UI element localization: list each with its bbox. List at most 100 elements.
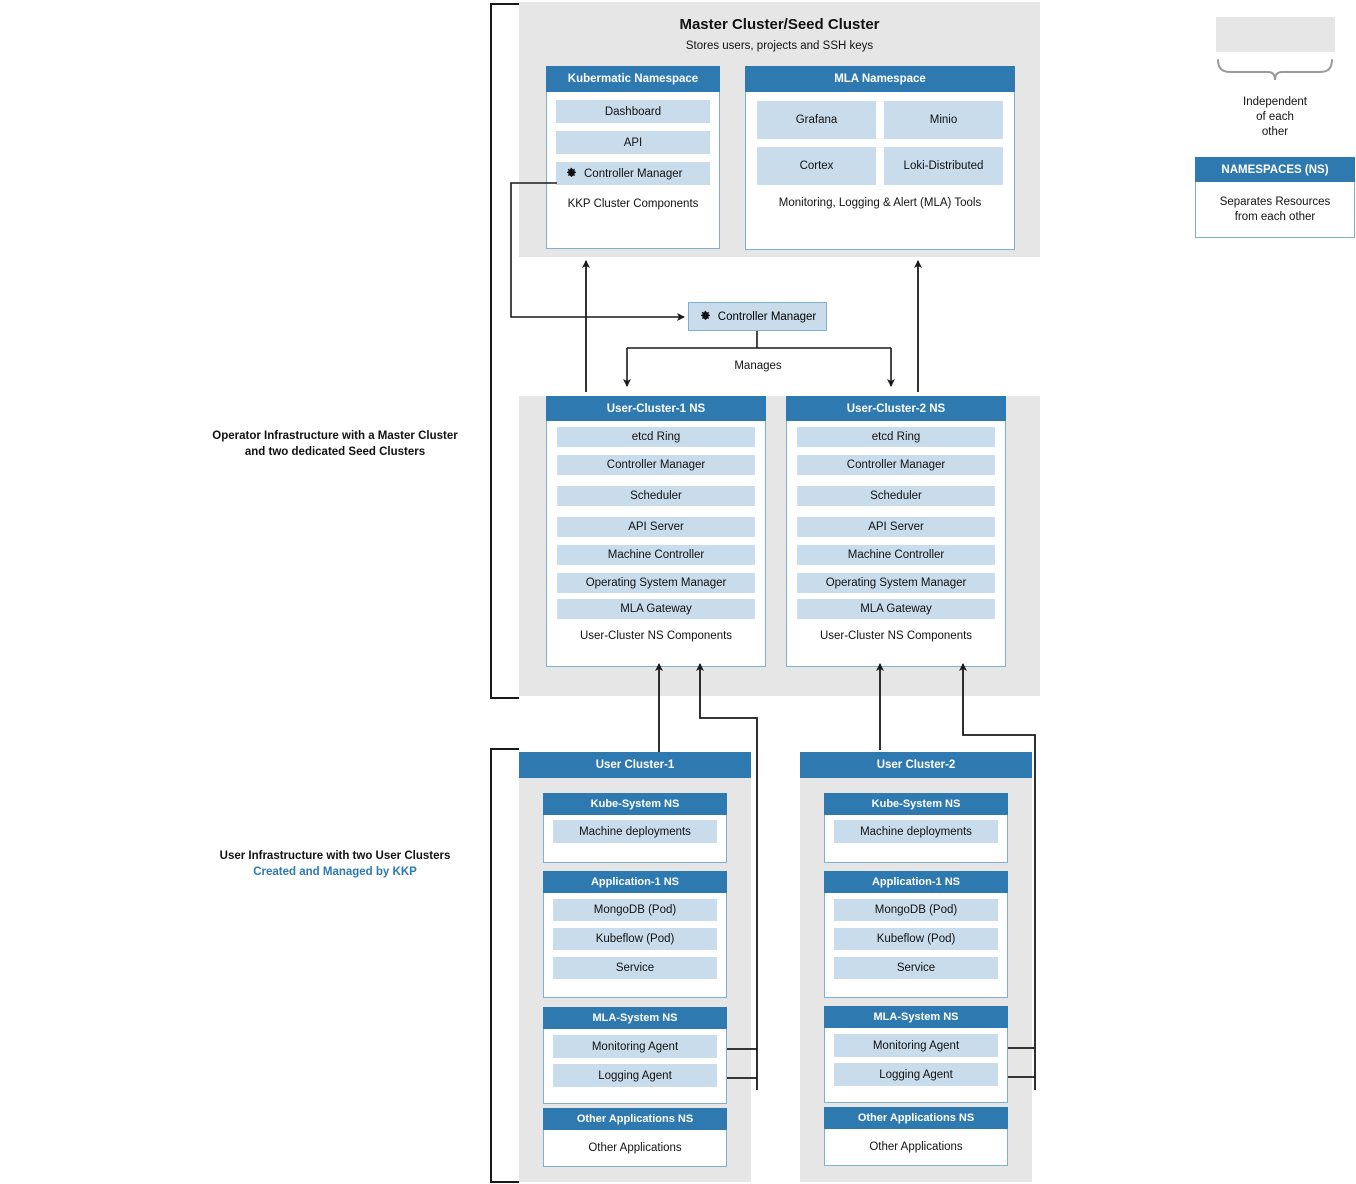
user-infrastructure-line-1: User Infrastructure with two User Cluste… <box>219 850 451 862</box>
component-etcd-ring[interactable]: etcd Ring <box>797 427 995 447</box>
uc2-kube-system-ns-header: Kube-System NS <box>824 793 1008 815</box>
component-label: API Server <box>868 521 924 533</box>
component-mongodb-pod[interactable]: MongoDB (Pod) <box>834 899 998 921</box>
legend-namespaces-desc-line-2: from each other <box>1234 210 1316 223</box>
user-cluster-1-ns-header: User-Cluster-1 NS <box>546 396 766 421</box>
component-label: Machine Controller <box>607 549 705 561</box>
gear-icon <box>699 310 712 323</box>
component-machine-controller[interactable]: Machine Controller <box>797 545 995 565</box>
legend-namespaces-box: NAMESPACES (NS) Separates Resources from… <box>1195 157 1355 238</box>
user-cluster-1-header: User Cluster-1 <box>519 752 751 778</box>
legend-independent-line-1: Independent <box>1243 96 1307 108</box>
controller-manager-label: Controller Manager <box>717 310 817 323</box>
mla-namespace-footer: Monitoring, Logging & Alert (MLA) Tools <box>778 197 982 209</box>
component-label: Minio <box>929 114 958 126</box>
page-subtitle: Stores users, projects and SSH keys <box>685 40 874 52</box>
component-minio[interactable]: Minio <box>884 101 1003 139</box>
component-label: Scheduler <box>870 490 922 502</box>
component-loki-distributed[interactable]: Loki-Distributed <box>884 147 1003 185</box>
manages-edge-label: Manages <box>722 360 794 376</box>
component-cortex[interactable]: Cortex <box>757 147 876 185</box>
component-grafana[interactable]: Grafana <box>757 101 876 139</box>
legend-independent-text: Independent of each other <box>1205 95 1345 140</box>
component-logging-agent[interactable]: Logging Agent <box>553 1064 717 1087</box>
operator-infrastructure-line-1: Operator Infrastructure with a Master Cl… <box>212 430 458 442</box>
component-etcd-ring[interactable]: etcd Ring <box>557 427 755 447</box>
component-kubeflow-pod[interactable]: Kubeflow (Pod) <box>834 928 998 950</box>
uc1-other-applications-label: Other Applications <box>543 1130 727 1167</box>
kubermatic-namespace-box: Kubermatic Namespace Dashboard API Contr… <box>546 66 720 249</box>
kubermatic-namespace-footer: KKP Cluster Components <box>567 198 699 210</box>
component-monitoring-agent[interactable]: Monitoring Agent <box>553 1035 717 1058</box>
component-label: Machine Controller <box>847 549 945 561</box>
uc2-kube-system-ns: Kube-System NS Machine deployments <box>824 793 1008 863</box>
component-label: etcd Ring <box>631 431 681 443</box>
component-label: Logging Agent <box>879 1068 953 1081</box>
uc1-application-1-ns: Application-1 NS MongoDB (Pod) Kubeflow … <box>543 871 727 998</box>
component-api[interactable]: API <box>556 131 710 154</box>
component-label: Logging Agent <box>598 1069 672 1082</box>
uc2-kube-system-ns-body: Machine deployments <box>824 815 1008 863</box>
component-scheduler[interactable]: Scheduler <box>557 486 755 506</box>
component-controller-manager[interactable]: Controller Manager <box>557 455 755 475</box>
component-logging-agent[interactable]: Logging Agent <box>834 1063 998 1086</box>
uc2-other-applications-label: Other Applications <box>824 1129 1008 1166</box>
component-mla-gateway[interactable]: MLA Gateway <box>797 599 995 619</box>
controller-manager-node[interactable]: Controller Manager <box>688 302 827 331</box>
component-scheduler[interactable]: Scheduler <box>797 486 995 506</box>
component-operating-system-manager[interactable]: Operating System Manager <box>797 573 995 593</box>
component-label: MongoDB (Pod) <box>874 904 958 916</box>
uc1-other-applications-ns: Other Applications NS Other Applications <box>543 1108 727 1167</box>
component-mla-gateway[interactable]: MLA Gateway <box>557 599 755 619</box>
component-label: Controller Manager <box>606 459 706 471</box>
component-controller-manager[interactable]: Controller Manager <box>797 455 995 475</box>
component-api-server[interactable]: API Server <box>797 517 995 537</box>
uc2-application-1-ns-header: Application-1 NS <box>824 871 1008 893</box>
component-label: API <box>623 136 643 149</box>
uc2-other-applications-ns: Other Applications NS Other Applications <box>824 1107 1008 1166</box>
component-monitoring-agent[interactable]: Monitoring Agent <box>834 1034 998 1057</box>
component-label: Dashboard <box>604 105 662 118</box>
operator-infrastructure-line-2: and two dedicated Seed Clusters <box>244 446 426 458</box>
component-service[interactable]: Service <box>834 957 998 979</box>
component-service[interactable]: Service <box>553 957 717 979</box>
component-machine-controller[interactable]: Machine Controller <box>557 545 755 565</box>
user-cluster-2-ns-box: User-Cluster-2 NS etcd Ring Controller M… <box>786 396 1006 667</box>
component-label: Scheduler <box>630 490 682 502</box>
component-machine-deployments[interactable]: Machine deployments <box>834 820 998 843</box>
uc1-application-1-ns-body: MongoDB (Pod) Kubeflow (Pod) Service <box>543 893 727 998</box>
legend-gray-swatch <box>1216 17 1335 52</box>
uc1-application-1-ns-header: Application-1 NS <box>543 871 727 893</box>
user-cluster-2-header: User Cluster-2 <box>800 752 1032 778</box>
component-api-server[interactable]: API Server <box>557 517 755 537</box>
component-machine-deployments[interactable]: Machine deployments <box>553 820 717 843</box>
component-label: Cortex <box>799 160 834 172</box>
mla-namespace-box: MLA Namespace Grafana Minio Cortex Loki-… <box>745 66 1015 250</box>
user-infrastructure-line-2: Created and Managed by KKP <box>253 866 417 878</box>
user-cluster-2-ns-header: User-Cluster-2 NS <box>786 396 1006 421</box>
user-cluster-1-ns-body: etcd Ring Controller Manager Scheduler A… <box>546 421 766 667</box>
component-kubeflow-pod[interactable]: Kubeflow (Pod) <box>553 928 717 950</box>
component-mongodb-pod[interactable]: MongoDB (Pod) <box>553 899 717 921</box>
page-title: Master Cluster/Seed Cluster <box>679 16 880 33</box>
component-operating-system-manager[interactable]: Operating System Manager <box>557 573 755 593</box>
component-controller-manager[interactable]: Controller Manager <box>556 162 710 185</box>
uc1-other-applications-ns-header: Other Applications NS <box>543 1108 727 1130</box>
legend-namespaces-header: NAMESPACES (NS) <box>1195 157 1355 182</box>
mla-namespace-header: MLA Namespace <box>745 66 1015 92</box>
uc2-application-1-ns-body: MongoDB (Pod) Kubeflow (Pod) Service <box>824 893 1008 998</box>
component-label: Service <box>896 962 936 974</box>
component-label: MLA Gateway <box>620 603 692 615</box>
component-label: etcd Ring <box>871 431 921 443</box>
user-cluster-2-ns-footer: User-Cluster NS Components <box>819 630 973 642</box>
component-label: Monitoring Agent <box>591 1040 679 1053</box>
operator-infrastructure-label: Operator Infrastructure with a Master Cl… <box>180 428 490 460</box>
component-dashboard[interactable]: Dashboard <box>556 100 710 123</box>
component-label: MLA Gateway <box>860 603 932 615</box>
component-label: MongoDB (Pod) <box>593 904 677 916</box>
user-infrastructure-label: User Infrastructure with two User Cluste… <box>180 848 490 880</box>
uc1-mla-system-ns-header: MLA-System NS <box>543 1007 727 1029</box>
component-label: Kubeflow (Pod) <box>595 933 675 945</box>
uc1-kube-system-ns: Kube-System NS Machine deployments <box>543 793 727 863</box>
